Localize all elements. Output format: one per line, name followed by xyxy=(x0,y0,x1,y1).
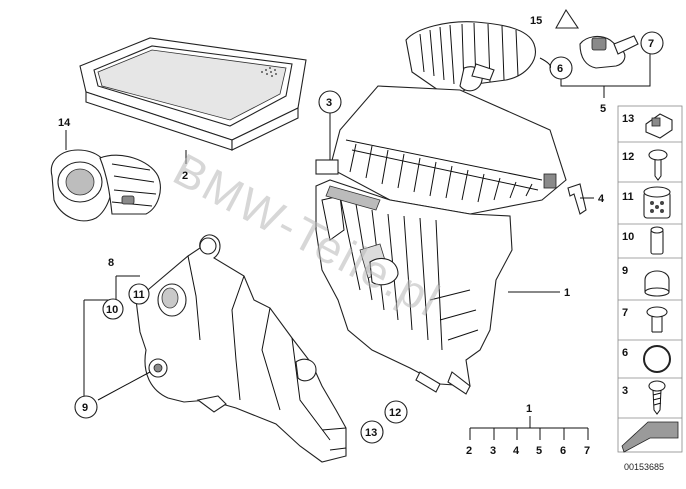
screw-icon xyxy=(648,149,668,161)
circle-10 xyxy=(102,298,124,320)
sidebar-label-6: 6 xyxy=(622,347,628,359)
kit-item-6: 6 xyxy=(560,445,566,457)
sidebar-label-10: 10 xyxy=(622,231,634,243)
callout-3: 3 xyxy=(326,97,332,109)
callout-4: 4 xyxy=(598,193,605,205)
rubber-mount-icon xyxy=(644,270,670,293)
torx-screw-icon xyxy=(646,306,668,318)
arrow-indicator-icon xyxy=(621,421,679,453)
callout-15: 15 xyxy=(530,15,542,27)
sidebar-label-13: 13 xyxy=(622,113,634,125)
self-tapping-screw-icon xyxy=(648,380,666,392)
kit-item-7: 7 xyxy=(584,445,590,457)
callout-1: 1 xyxy=(564,287,570,299)
callout-9: 9 xyxy=(82,402,88,414)
kit-item-3: 3 xyxy=(490,445,496,457)
clip-4 xyxy=(567,183,587,215)
callout-13: 13 xyxy=(365,427,377,439)
small-parts-sidebar: 13 12 11 10 9 7 6 3 xyxy=(617,105,683,453)
callout-10: 10 xyxy=(106,304,118,316)
sidebar-label-7: 7 xyxy=(622,307,628,319)
circle-11 xyxy=(128,283,150,305)
circle-9 xyxy=(74,395,98,419)
kit-item-2: 2 xyxy=(466,445,472,457)
sidebar-label-9: 9 xyxy=(622,265,628,277)
air-filter-housing xyxy=(315,21,567,395)
doc-number: 00153685 xyxy=(624,462,664,472)
callout-6: 6 xyxy=(557,63,563,75)
warning-triangle xyxy=(555,8,580,29)
air-filter-element xyxy=(79,37,307,151)
o-ring-icon xyxy=(643,345,671,373)
kit-item-5: 5 xyxy=(536,445,542,457)
leader-5-bracket xyxy=(560,54,651,87)
circle-7 xyxy=(640,31,664,55)
callout-8: 8 xyxy=(108,257,114,269)
callout-11: 11 xyxy=(133,289,145,301)
sleeve-icon xyxy=(650,229,664,255)
kit-item-4: 4 xyxy=(513,445,520,457)
leader-9c xyxy=(97,371,151,401)
circle-13 xyxy=(360,420,384,444)
sidebar-label-11: 11 xyxy=(622,191,634,203)
callout-14: 14 xyxy=(58,117,71,129)
callout-7: 7 xyxy=(648,38,654,50)
sidebar-label-12: 12 xyxy=(622,151,634,163)
callout-2: 2 xyxy=(182,170,188,182)
callout-5: 5 xyxy=(600,103,606,115)
hfm-sensor xyxy=(579,35,639,69)
intake-boot xyxy=(50,149,161,222)
sidebar-label-3: 3 xyxy=(622,385,628,397)
filter-bracket xyxy=(135,234,347,463)
circle-12 xyxy=(384,400,408,424)
leader-6 xyxy=(539,57,551,69)
kit-top-label: 1 xyxy=(526,403,532,415)
kit-tree: 1 2 3 4 5 6 7 xyxy=(466,403,590,457)
callout-12: 12 xyxy=(389,407,401,419)
